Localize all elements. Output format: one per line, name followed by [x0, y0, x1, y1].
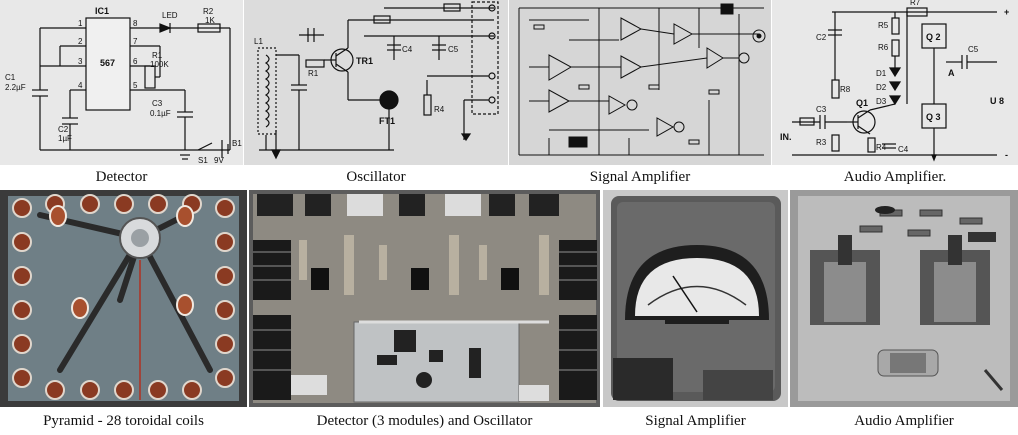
detector-s1-label: S1 [198, 156, 208, 165]
detector-c1-value: 2.2µF [5, 83, 26, 92]
caption-audio-amplifier-photo: Audio Amplifier [854, 413, 954, 429]
caption-signal-amplifier-schematic: Signal Amplifier [589, 169, 691, 185]
detector-c3-value: 0.1µF [150, 109, 171, 118]
detector-pin-5: 5 [133, 81, 138, 90]
detector-oscillator-photo-drawing [249, 190, 600, 407]
caption-audio-amplifier-schematic: Audio Amplifier. [843, 169, 947, 185]
oscillator-ft1-label: FT1 [379, 116, 395, 126]
audio-c2-label: C2 [816, 33, 827, 42]
detector-led-label: LED [162, 11, 178, 20]
detector-pin-7: 7 [133, 37, 138, 46]
oscillator-c5-label: C5 [448, 45, 459, 54]
caption-oscillator: Oscillator [346, 169, 406, 185]
signal-amplifier-photo-drawing [603, 190, 788, 407]
audio-amplifier-photo-drawing [790, 190, 1018, 407]
audio-amplifier-schematic: R7 R5 R6 R3 R4 R8 C2 C3 C4 C5 Q1 Q 2 Q 3… [772, 0, 1018, 165]
audio-r7-label: R7 [910, 0, 921, 7]
audio-amplifier-schematic-drawing: R7 R5 R6 R3 R4 R8 C2 C3 C4 C5 Q1 Q 2 Q 3… [772, 0, 1018, 165]
detector-c3-label: C3 [152, 99, 163, 108]
oscillator-c4-label: C4 [402, 45, 413, 54]
detector-schematic-drawing: IC1 567 LED R2 1K R1 100K C3 0.1µF C1 2.… [0, 0, 243, 165]
audio-d3-label: D3 [876, 97, 887, 106]
audio-r5-label: R5 [878, 21, 889, 30]
detector-c1-label: C1 [5, 73, 16, 82]
audio-c4-label: C4 [898, 145, 909, 154]
detector-pin-1: 1 [78, 19, 83, 28]
detector-r1-label: R1 [152, 51, 163, 60]
pyramid-photo-drawing [0, 190, 247, 407]
detector-r2-value: 1K [205, 16, 215, 25]
detector-b1-label: B1 [232, 139, 242, 148]
detector-c2-label: C2 [58, 125, 69, 134]
detector-schematic: IC1 567 LED R2 1K R1 100K C3 0.1µF C1 2.… [0, 0, 243, 165]
caption-signal-amplifier-photo: Signal Amplifier [645, 413, 746, 429]
audio-d2-label: D2 [876, 83, 887, 92]
detector-pin-8: 8 [133, 19, 138, 28]
oscillator-schematic: L1 TR1 FT1 R1 R4 C4 C5 [244, 0, 508, 165]
caption-pyramid: Pyramid - 28 toroidal coils [43, 413, 204, 429]
audio-minus-label: - [1005, 150, 1008, 160]
audio-c3-label: C3 [816, 105, 827, 114]
oscillator-tr1-label: TR1 [356, 56, 373, 66]
audio-c5-label: C5 [968, 45, 979, 54]
audio-u8-label: U 8 [990, 96, 1004, 106]
signal-amplifier-schematic-drawing [509, 0, 771, 165]
detector-r1-value: 100K [150, 60, 169, 69]
audio-a-label: A [948, 68, 955, 78]
detector-pin-4: 4 [78, 81, 83, 90]
detector-c2-value: 1µF [58, 134, 72, 143]
audio-r3-label: R3 [816, 138, 827, 147]
audio-r8-label: R8 [840, 85, 851, 94]
oscillator-l1-label: L1 [254, 37, 263, 46]
detector-chip-label: 567 [100, 58, 115, 68]
audio-amplifier-photo [790, 190, 1018, 407]
detector-pin-3: 3 [78, 57, 83, 66]
audio-d1-label: D1 [876, 69, 887, 78]
detector-pin-6: 6 [133, 57, 138, 66]
signal-amplifier-photo [603, 190, 788, 407]
detector-oscillator-photo [249, 190, 600, 407]
detector-ic-label: IC1 [95, 6, 109, 16]
audio-q1-label: Q1 [856, 98, 868, 108]
audio-q2-label: Q 2 [926, 32, 941, 42]
audio-q3-label: Q 3 [926, 112, 941, 122]
audio-r6-label: R6 [878, 43, 889, 52]
pyramid-photo [0, 190, 247, 407]
audio-in-label: IN. [780, 132, 792, 142]
detector-pin-2: 2 [78, 37, 83, 46]
audio-plus-label: + [1004, 7, 1009, 17]
oscillator-r1-label: R1 [308, 69, 319, 78]
oscillator-schematic-drawing: L1 TR1 FT1 R1 R4 C4 C5 [244, 0, 508, 165]
oscillator-r4-label: R4 [434, 105, 445, 114]
audio-r4-label: R4 [876, 143, 887, 152]
detector-battery-label: 9V [214, 156, 224, 165]
caption-detector-board: Detector (3 modules) and Oscillator [316, 413, 533, 429]
detector-r2-label: R2 [203, 7, 214, 16]
signal-amplifier-schematic [509, 0, 771, 165]
caption-detector: Detector [95, 169, 148, 185]
